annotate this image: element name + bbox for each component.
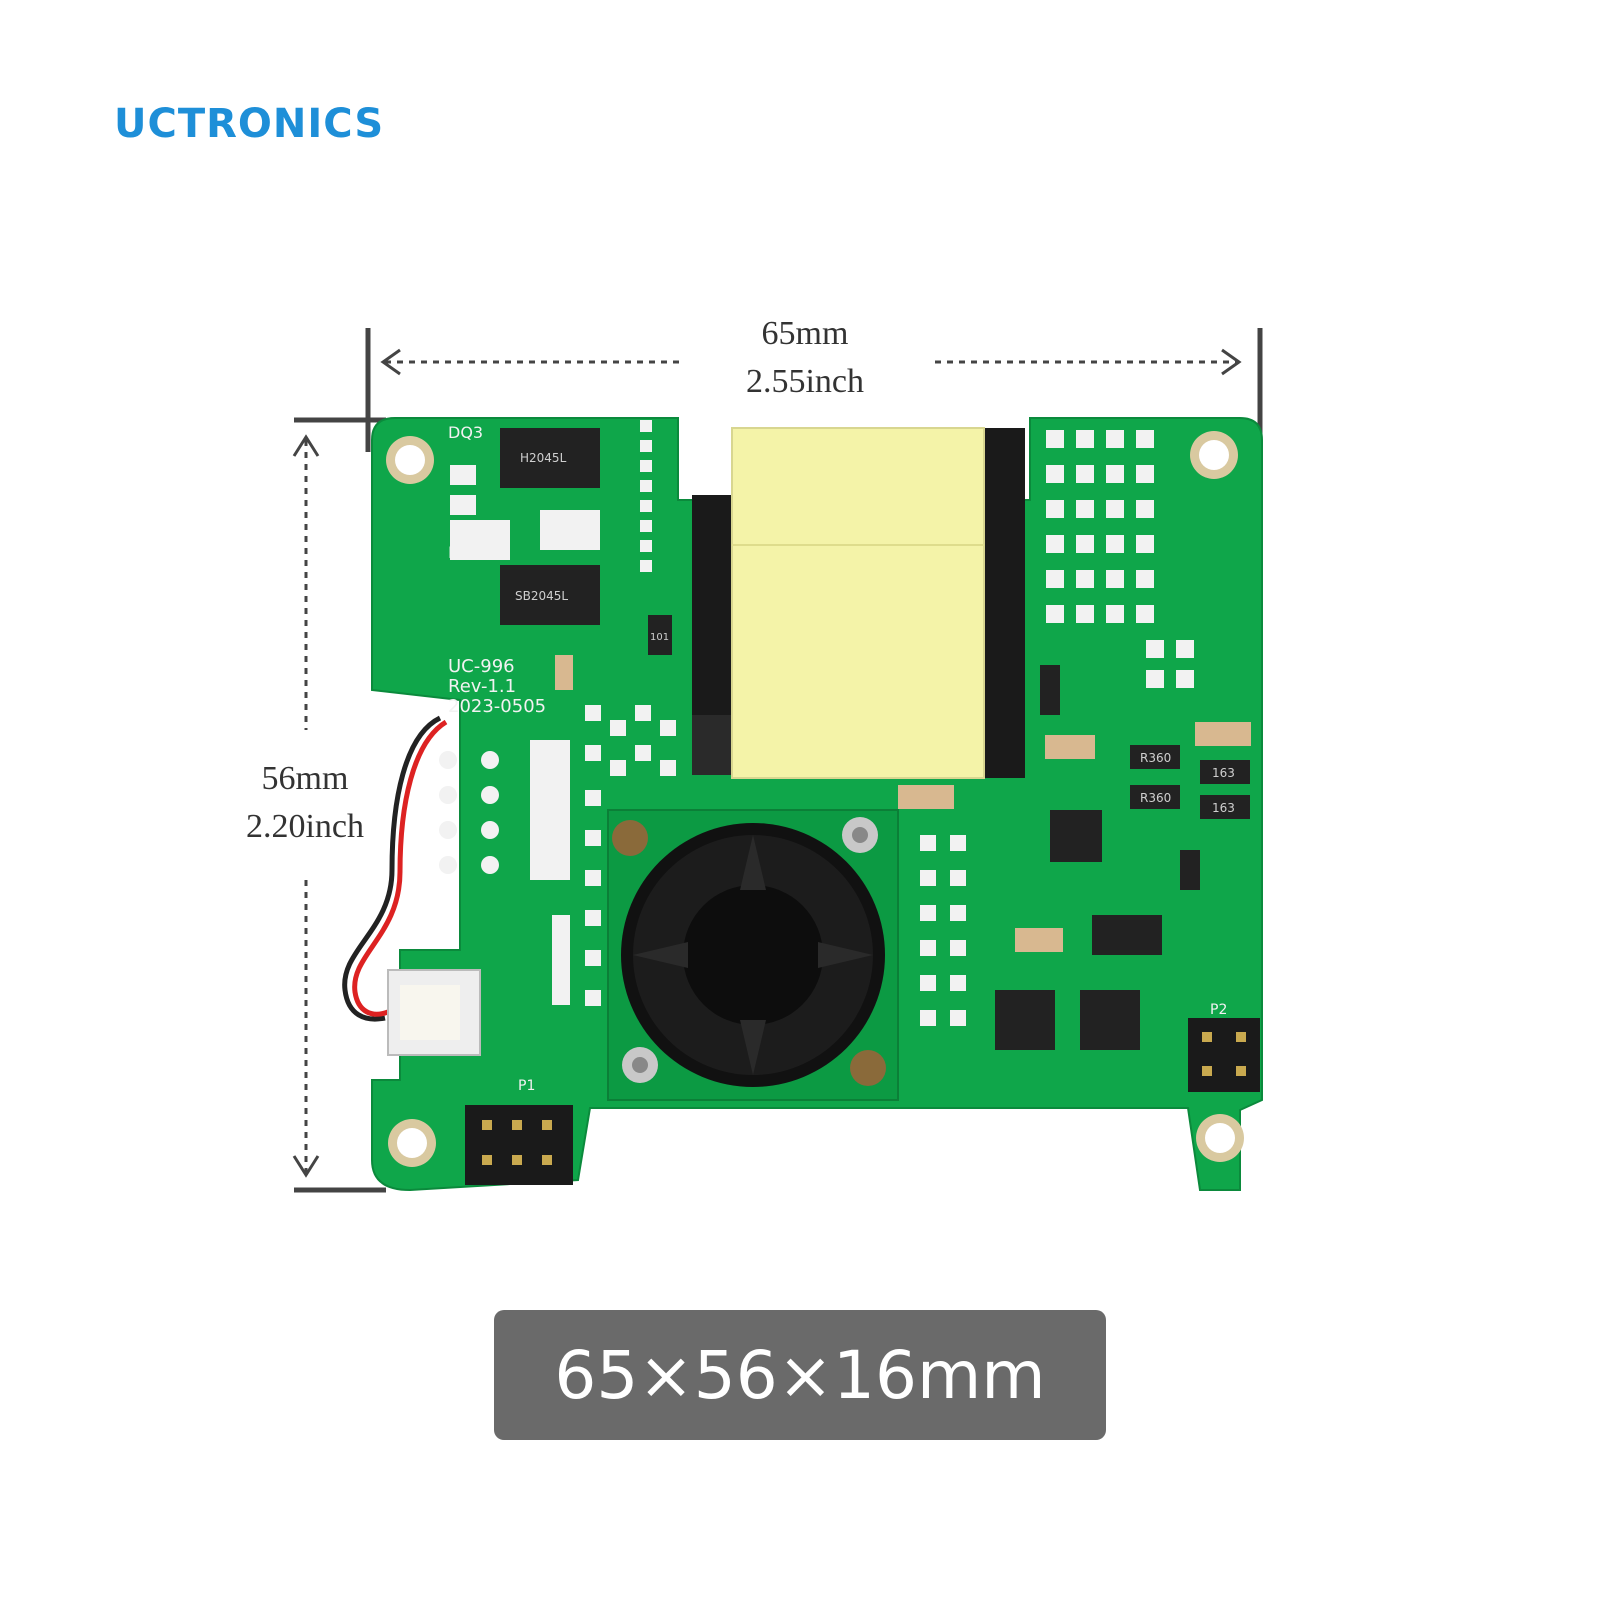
p2-header [1188,1018,1260,1092]
resistor-marking-r360a: R360 [1140,751,1171,765]
size-badge: 65×56×16mm [494,1310,1106,1440]
height-label: 56mm 2.20inch [200,755,410,851]
height-inch: 2.20inch [245,808,365,845]
label-model: UC-996 [448,656,515,677]
label-p2: P2 [1210,1002,1227,1018]
p1-header [465,1105,573,1185]
height-mm: 56mm [261,760,349,797]
width-mm: 65mm [761,315,849,352]
transformer [692,427,1025,779]
height-dimension-lines [292,417,386,1193]
components [387,428,1251,1056]
chip-marking-2: SB2045L [515,589,568,603]
width-inch: 2.55inch [745,363,865,400]
label-date: 2023-0505 [448,696,546,717]
width-dimension-lines [365,328,1263,452]
fan-wire [342,715,442,1022]
resistor-marking-101: 101 [650,632,669,643]
label-dq3: DQ3 [448,423,483,442]
resistor-marking-163a: 163 [1212,766,1235,780]
width-label: 65mm 2.55inch [700,310,910,406]
label-rev: Rev-1.1 [448,676,516,697]
label-p1: P1 [518,1078,535,1094]
mounting-holes [386,431,1244,1167]
chip-marking-1: H2045L [520,451,567,465]
resistor-marking-r360b: R360 [1140,791,1171,805]
cooling-fan [607,809,899,1101]
label-dq4: DQ4 [448,543,483,562]
solder-pads [439,420,1194,1026]
resistor-marking-163b: 163 [1212,801,1235,815]
uctronics-logo: UCTRONICS [114,101,385,147]
